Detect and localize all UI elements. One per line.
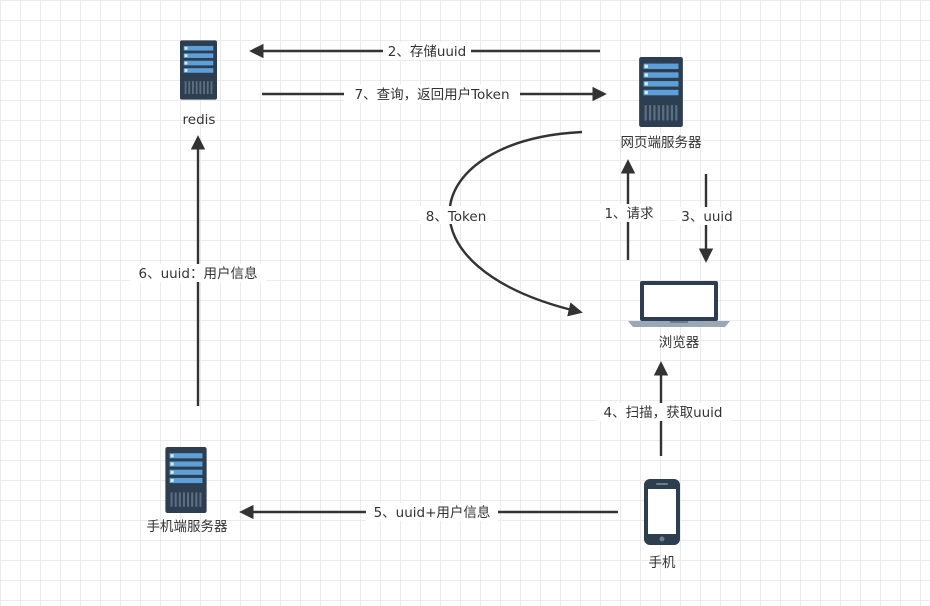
edge-save-info: 6、uuid：用户信息 xyxy=(130,135,266,406)
server-icon xyxy=(165,447,207,513)
laptop-icon xyxy=(628,281,730,327)
edge-request-label: 1、请求 xyxy=(604,206,654,222)
server-icon xyxy=(180,40,217,100)
edge-query-token-label: 7、查询，返回用户Token xyxy=(355,86,510,103)
node-redis-label: redis xyxy=(183,112,216,128)
server-icon xyxy=(639,57,683,127)
edge-send-info-label: 5、uuid+用户信息 xyxy=(374,504,491,521)
node-phone-label: 手机 xyxy=(649,555,677,571)
edge-token-label: 8、Token xyxy=(426,209,487,225)
edge-token: 8、Token xyxy=(420,130,583,317)
edge-scan-label: 4、扫描，获取uuid xyxy=(603,405,722,421)
phone-icon xyxy=(644,479,680,545)
node-phone: 手机 xyxy=(644,479,680,571)
edge-request: 1、请求 xyxy=(600,159,660,260)
edge-query-token: 7、查询，返回用户Token xyxy=(262,85,607,103)
edge-send-info: 5、uuid+用户信息 xyxy=(239,503,618,521)
node-web-server-label: 网页端服务器 xyxy=(621,135,702,151)
node-mobile-server: 手机端服务器 xyxy=(147,447,228,535)
node-redis: redis xyxy=(180,40,217,128)
edge-save-info-label: 6、uuid：用户信息 xyxy=(138,265,257,282)
edge-store-uuid-label: 2、存储uuid xyxy=(388,44,467,60)
node-browser: 浏览器 xyxy=(628,281,730,351)
edge-store-uuid: 2、存储uuid xyxy=(249,42,600,60)
node-web-server: 网页端服务器 xyxy=(621,57,702,151)
edge-scan: 4、扫描，获取uuid xyxy=(596,361,730,456)
edge-return-uuid-label: 3、uuid xyxy=(681,209,733,225)
node-mobile-server-label: 手机端服务器 xyxy=(147,519,228,535)
edge-return-uuid: 3、uuid xyxy=(676,174,740,263)
node-browser-label: 浏览器 xyxy=(659,335,700,351)
